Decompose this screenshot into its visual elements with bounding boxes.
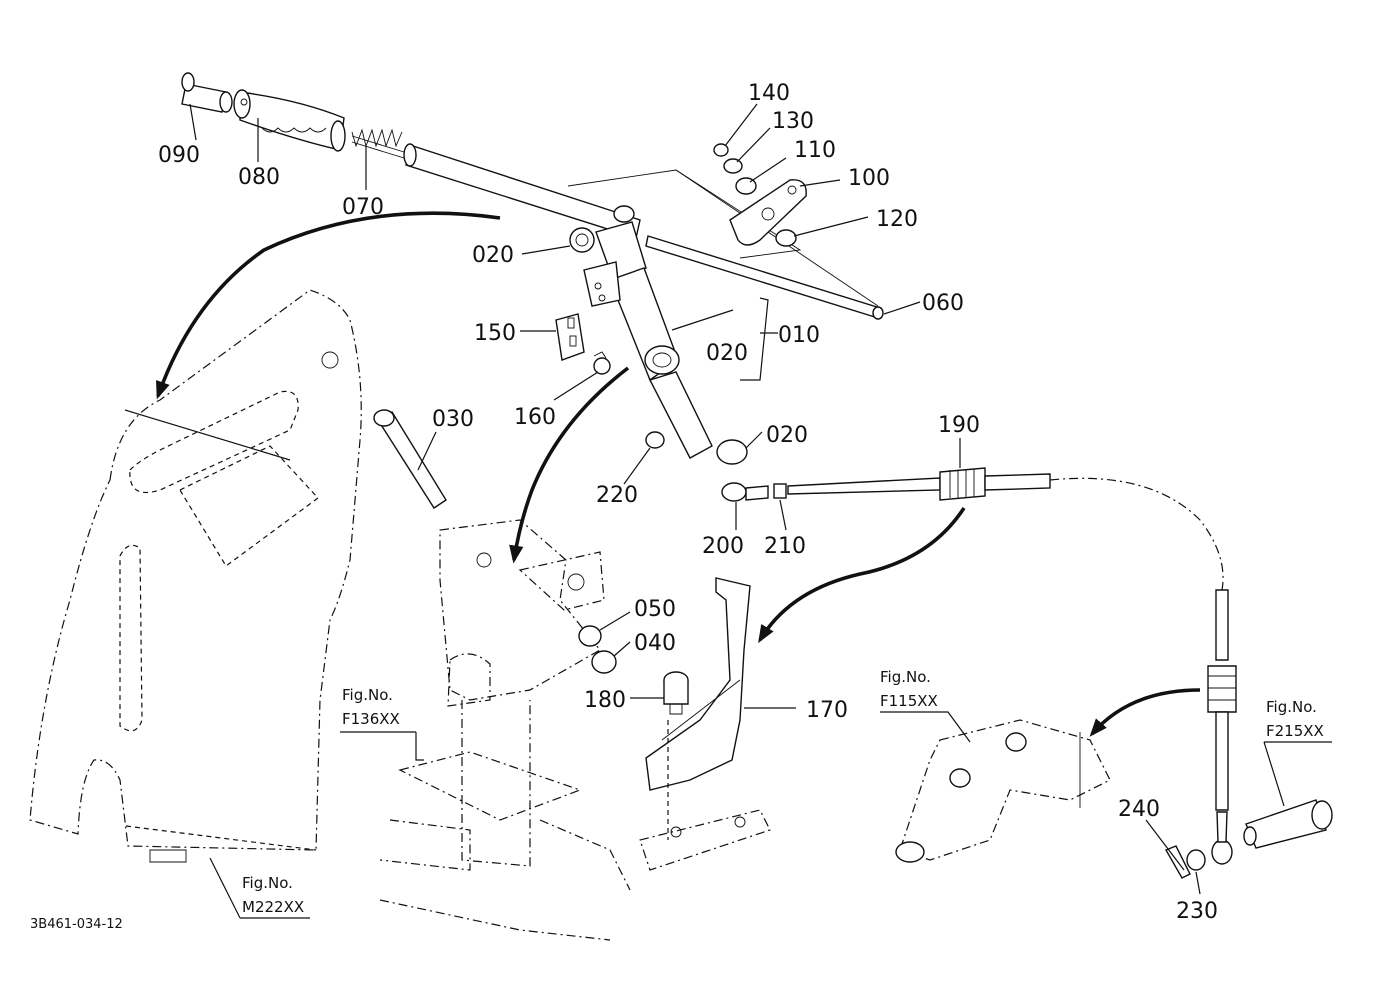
label-020-top: 020 [472, 243, 514, 268]
label-130: 130 [772, 109, 814, 134]
label-010: 010 [778, 323, 820, 348]
bolt-180 [663, 671, 689, 715]
label-020-mid: 020 [706, 341, 748, 366]
lever-body-010 [583, 205, 713, 459]
figref-m222-title: Fig.No. [242, 874, 293, 892]
rod-060 [645, 235, 884, 320]
leader-lines [124, 103, 1332, 919]
label-140: 140 [748, 81, 790, 106]
figref-f215-code: F215XX [1266, 722, 1324, 740]
label-110: 110 [794, 138, 836, 163]
label-210: 210 [764, 534, 806, 559]
label-030: 030 [432, 407, 474, 432]
figref-m222-code: M222XX [242, 898, 304, 916]
spring-070 [351, 128, 405, 159]
washer-050 [578, 625, 602, 647]
figref-f215-title: Fig.No. [1266, 698, 1317, 716]
hardware-group [713, 143, 807, 247]
label-240: 240 [1118, 797, 1160, 822]
figref-f115-title: Fig.No. [880, 668, 931, 686]
washer-230 [1186, 849, 1206, 871]
label-180: 180 [584, 688, 626, 713]
stand-f136 [379, 519, 631, 941]
bracket-f115 [895, 719, 1111, 863]
label-220: 220 [596, 483, 638, 508]
label-100: 100 [848, 166, 890, 191]
arrow-lever-to-console [156, 211, 501, 400]
label-170: 170 [806, 698, 848, 723]
drawing-code: 3B461-034-12 [30, 917, 123, 932]
arrow-cable-to-f115 [1089, 688, 1201, 737]
figref-f115-code: F115XX [880, 692, 938, 710]
part-f215 [1243, 799, 1333, 849]
label-150: 150 [474, 321, 516, 346]
label-050: 050 [634, 597, 676, 622]
grip-080 [233, 89, 346, 152]
nut-040 [591, 650, 617, 674]
label-020-low: 020 [766, 423, 808, 448]
label-200: 200 [702, 534, 744, 559]
label-040: 040 [634, 631, 676, 656]
arrow-lever-to-stand [509, 366, 630, 564]
label-090: 090 [158, 143, 200, 168]
bracket-170 [639, 577, 771, 871]
label-190: 190 [938, 413, 980, 438]
lever-shaft [403, 143, 641, 239]
label-080: 080 [238, 165, 280, 190]
figref-f136-title: Fig.No. [342, 686, 393, 704]
arrow-cable-to-bracket [758, 507, 966, 644]
bolt-220 [645, 431, 665, 449]
bushing-020-top [569, 227, 595, 253]
console-m222 [29, 289, 362, 863]
pin-030 [373, 409, 447, 509]
bolt-160 [593, 351, 611, 375]
label-230: 230 [1176, 899, 1218, 924]
label-120: 120 [876, 207, 918, 232]
figref-f136-code: F136XX [342, 710, 400, 728]
label-070: 070 [342, 195, 384, 220]
bracket-150 [555, 313, 585, 361]
bushing-020-bottom [716, 439, 748, 465]
label-160: 160 [514, 405, 556, 430]
grip-cap-090 [181, 72, 233, 113]
label-060: 060 [922, 291, 964, 316]
cable-190 [721, 467, 1237, 865]
